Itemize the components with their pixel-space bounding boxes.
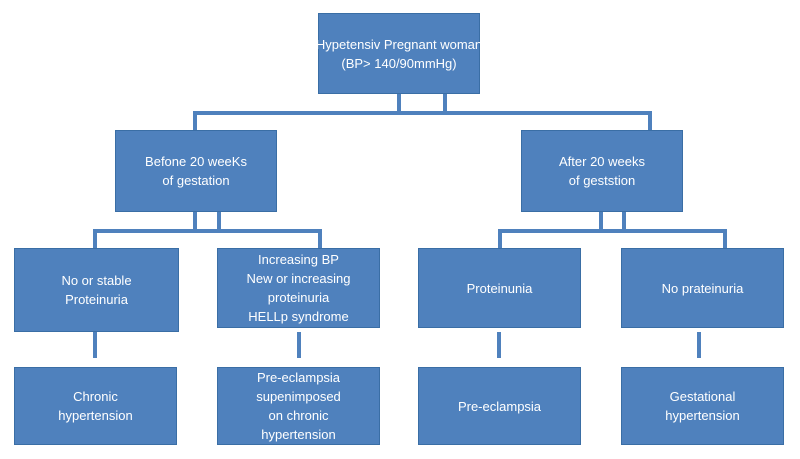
box-text-line: of gestation [162,173,230,188]
box-text-line: New or increasing [246,271,351,286]
connector-no-prateinuria-to-gestational [697,332,701,358]
connector-to-increasing [318,229,322,248]
connector-right-bar [498,229,727,233]
box-text-line: Increasing BP [258,252,339,267]
box-text-line: HELLp syndrome [248,309,349,324]
connector-to-after [648,111,652,130]
box-text-line: of geststion [568,173,636,188]
connector-top-bar [193,111,652,115]
root-box: Hypetensiv Pregnant woman (BP> 140/90mmHg… [315,13,483,94]
box-text-line: hypertension [665,408,740,423]
box-text-line: After 20 weeks [559,154,645,169]
box-text-line: Pre-eclampsia [256,370,341,385]
box-text-line: Pre-eclampsia [457,398,542,414]
increasing-bp-box: Increasing BP New or increasing proteinuri… [217,248,380,328]
box-text-line: on chronic [268,408,329,423]
box-text-line: supenimposed [256,389,341,404]
box-text-line: Proteinuria [65,292,128,307]
connector-after-right [622,212,626,231]
box-text-line: Hypetensiv Pregnant woman [315,36,483,52]
connector-to-no-prateinuria [723,229,727,248]
before-20-weeks-box: Befone 20 weeKs of gestation [115,130,277,212]
box-text-line: Chronic [73,389,118,404]
box-text-line: (BP> 140/90mmHg) [341,55,457,71]
connector-after-left [599,212,603,231]
box-text-line: Befone 20 weeKs [145,154,247,169]
no-prateinuria-box: No prateinuria [621,248,784,328]
box-text-line: proteinuria [267,290,330,305]
box-text-line: hypertension [261,427,336,442]
superimposed-box: Pre-eclampsia supenimposed on chronic hyper… [217,367,380,445]
connector-proteinunia-to-preeclampsia [497,332,501,358]
pre-eclampsia-box: Pre-eclampsia [418,367,581,445]
connector-to-before [193,111,197,130]
connector-root-right [443,94,447,114]
connector-to-no-stable [93,229,97,248]
gestational-hypertension-box: Gestational hypertension [621,367,784,445]
connector-to-proteinunia [498,229,502,248]
connector-before-left [193,212,197,231]
proteinunia-box: Proteinunia [418,248,581,328]
box-text-line: hypertension [58,408,133,423]
box-text-line: Gestational [669,389,736,404]
box-text-line: Proteinunia [466,280,533,296]
connector-no-stable-to-chronic [93,332,97,358]
connector-increasing-to-superimposed [297,332,301,358]
chronic-hypertension-box: Chronic hypertension [14,367,177,445]
box-text-line: No or stable [61,273,132,288]
connector-before-right [217,212,221,231]
connector-left-bar [93,229,322,233]
after-20-weeks-box: After 20 weeks of geststion [521,130,683,212]
box-text-line: No prateinuria [661,280,744,296]
connector-root-left [397,94,401,114]
